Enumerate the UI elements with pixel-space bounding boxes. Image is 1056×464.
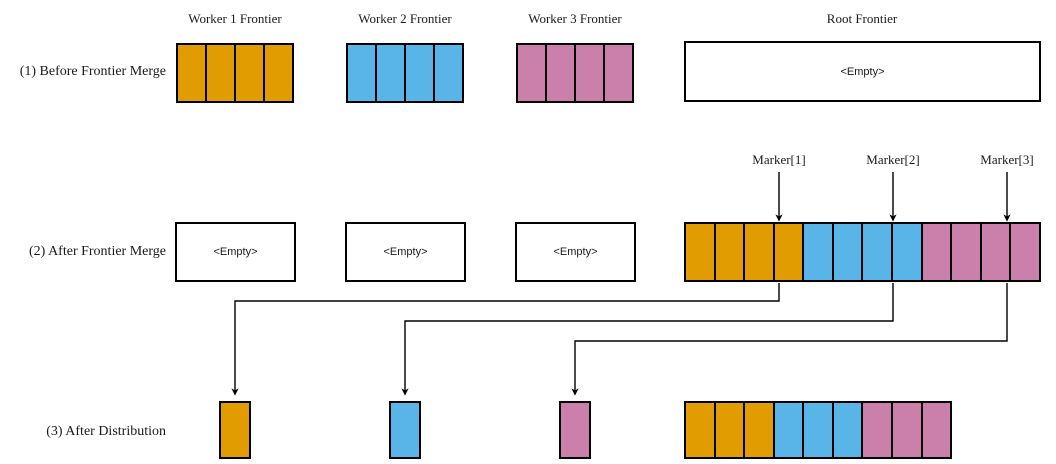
empty-label: <Empty> xyxy=(213,246,258,258)
row-label-after-frontier-merge: (2) After Frontier Merge xyxy=(29,244,166,259)
frontier-cell xyxy=(774,403,805,457)
distribution-connector-worker3 xyxy=(571,283,1008,396)
stage1-worker3-frontier xyxy=(516,43,634,103)
frontier-cell xyxy=(221,403,249,457)
frontier-cell xyxy=(922,403,951,457)
frontier-cell xyxy=(863,403,893,457)
column-header-worker3: Worker 3 Frontier xyxy=(528,11,622,26)
stage3-root-frontier xyxy=(684,401,952,459)
stage3-worker1-frontier xyxy=(219,401,251,459)
frontier-cell xyxy=(686,403,716,457)
stage2-root-frontier xyxy=(684,222,1041,282)
column-header-worker1: Worker 1 Frontier xyxy=(188,11,282,26)
frontier-cell xyxy=(178,45,207,101)
stage1-worker2-frontier xyxy=(346,43,464,103)
frontier-cell xyxy=(745,224,775,280)
row-label-after-distribution: (3) After Distribution xyxy=(46,424,166,439)
stage2-worker2-frontier-empty: <Empty> xyxy=(345,222,466,282)
frontier-cell xyxy=(833,403,864,457)
column-header-root: Root Frontier xyxy=(826,11,898,26)
frontier-cell xyxy=(377,45,406,101)
stage3-worker2-frontier xyxy=(389,401,421,459)
frontier-cell xyxy=(833,224,864,280)
frontier-cell xyxy=(745,403,775,457)
frontier-cell xyxy=(406,45,435,101)
frontier-cell xyxy=(715,403,746,457)
marker-label-3: Marker[3] xyxy=(980,152,1034,167)
stage2-worker1-frontier-empty: <Empty> xyxy=(175,222,296,282)
frontier-cell xyxy=(804,403,834,457)
frontier-cell xyxy=(391,403,419,457)
frontier-cell xyxy=(981,224,1012,280)
frontier-cell xyxy=(863,224,894,280)
frontier-cell xyxy=(774,224,805,280)
frontier-cell xyxy=(518,45,547,101)
frontier-cell xyxy=(265,45,292,101)
marker-label-2: Marker[2] xyxy=(866,152,920,167)
frontier-cell xyxy=(547,45,576,101)
marker-label-1: Marker[1] xyxy=(752,152,806,167)
frontier-cell xyxy=(348,45,377,101)
distribution-connector-worker1 xyxy=(231,283,780,396)
frontier-cell xyxy=(576,45,605,101)
stage1-root-frontier-empty: <Empty> xyxy=(684,41,1041,102)
row-label-before-frontier-merge: (1) Before Frontier Merge xyxy=(19,64,166,79)
frontier-cell xyxy=(893,224,923,280)
frontier-cell xyxy=(236,45,265,101)
empty-label: <Empty> xyxy=(553,246,598,258)
empty-label: <Empty> xyxy=(383,246,428,258)
frontier-cell xyxy=(435,45,462,101)
frontier-cell xyxy=(804,224,834,280)
column-header-worker2: Worker 2 Frontier xyxy=(358,11,452,26)
frontier-cell xyxy=(605,45,632,101)
frontier-cell xyxy=(207,45,236,101)
stage3-worker3-frontier xyxy=(559,401,591,459)
frontier-cell xyxy=(1011,224,1039,280)
frontier-cell xyxy=(715,224,746,280)
frontier-cell xyxy=(952,224,982,280)
distribution-connector-worker2 xyxy=(401,283,894,396)
frontier-cell xyxy=(561,403,589,457)
frontier-cell xyxy=(892,403,923,457)
stage1-worker1-frontier xyxy=(176,43,294,103)
stage2-worker3-frontier-empty: <Empty> xyxy=(515,222,636,282)
empty-label: <Empty> xyxy=(840,65,885,78)
frontier-cell xyxy=(686,224,716,280)
frontier-cell xyxy=(922,224,953,280)
